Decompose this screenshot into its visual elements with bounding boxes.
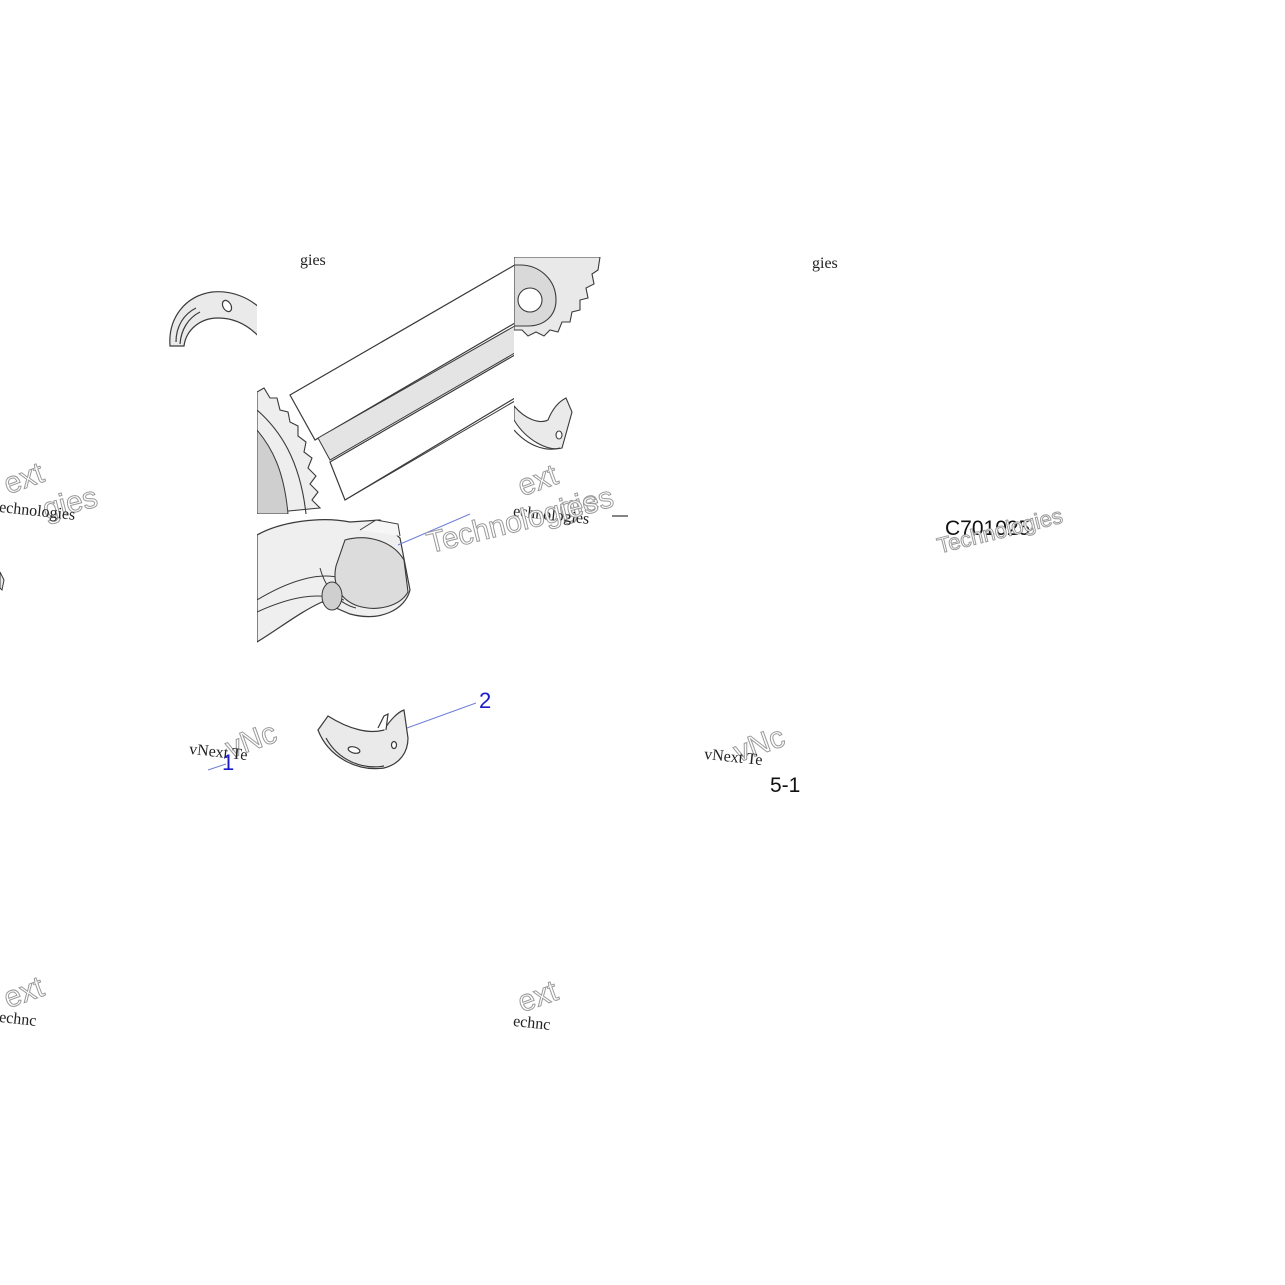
gear-fragment-and-bearing [514,257,601,450]
edge-fragment [0,571,5,592]
camshaft-gear-and-shaft [257,264,514,514]
bearing-shell-lower [317,709,409,770]
figure-code: C701025 [945,517,1031,540]
connecting-rod-big-end [257,519,411,643]
callout-2: 2 [479,688,492,713]
watermark-top-right: gies [812,255,838,272]
figure-code-fragment: 5-1 [770,774,801,797]
watermark-top-center: gies [300,252,326,269]
leader-line-rod [397,513,471,546]
bearing-shell-upper-left [169,291,257,347]
callout-1: 1 [222,750,235,775]
leader-line-1 [207,763,227,771]
leader-line-2 [406,702,477,729]
